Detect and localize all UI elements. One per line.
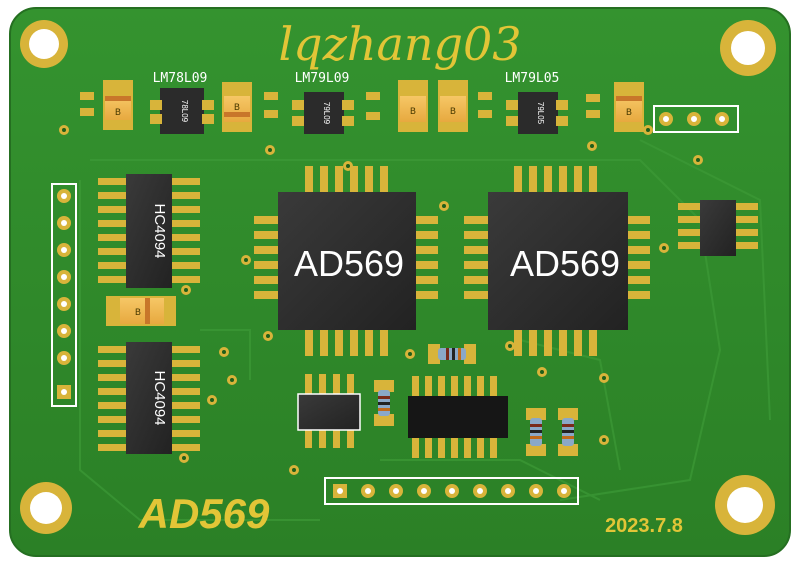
capacitor-mark: B [626, 108, 632, 118]
capacitor-middle: B [106, 296, 176, 326]
copper-traces [79, 139, 771, 521]
dac-left: AD569 [254, 166, 438, 356]
board-name: AD569 [138, 490, 270, 537]
shift-register-top: HC4094 [98, 174, 200, 288]
capacitor-mark: B [115, 108, 121, 118]
capacitor-mark: B [135, 308, 141, 318]
capacitor-mark: B [234, 103, 240, 113]
regulator-2: 79L09 [292, 92, 354, 134]
board-title: lqzhang03 [278, 17, 521, 71]
capacitor-mark: B [450, 107, 456, 117]
regulator-label-1: LM78L09 [153, 71, 208, 86]
regulator-mark-1: 78L09 [180, 100, 189, 123]
regulator-1: 78L09 [150, 88, 214, 134]
regulator-label-3: LM79L05 [505, 71, 560, 86]
soic8-right [678, 200, 758, 256]
dac-right: AD569 [464, 166, 650, 356]
board-date: 2023.7.8 [605, 515, 683, 537]
regulator-3: 79L05 [506, 92, 568, 134]
shift-register-bottom-label: HC4094 [151, 370, 168, 425]
shift-register-top-label: HC4094 [151, 203, 168, 258]
regulator-label-2: LM79L09 [295, 71, 350, 86]
regulator-mark-3: 79L05 [536, 102, 545, 125]
mounting-hole-icon [20, 20, 776, 535]
pin-header-icon [51, 183, 77, 407]
dac-left-label: AD569 [294, 243, 404, 284]
pin-header-icon [653, 105, 739, 133]
sot223-bottom [297, 374, 361, 448]
dac-right-label: AD569 [510, 243, 620, 284]
capacitor-mark: B [410, 107, 416, 117]
regulator-mark-2: 79L09 [322, 102, 331, 125]
resistors [374, 344, 578, 456]
pin-header-icon [324, 477, 579, 505]
via-holes [62, 128, 700, 472]
capacitor-row: B B B B B [103, 80, 644, 132]
smd-pads-top [80, 92, 600, 120]
soic16-bottom [408, 376, 508, 458]
shift-register-bottom: HC4094 [98, 342, 200, 454]
